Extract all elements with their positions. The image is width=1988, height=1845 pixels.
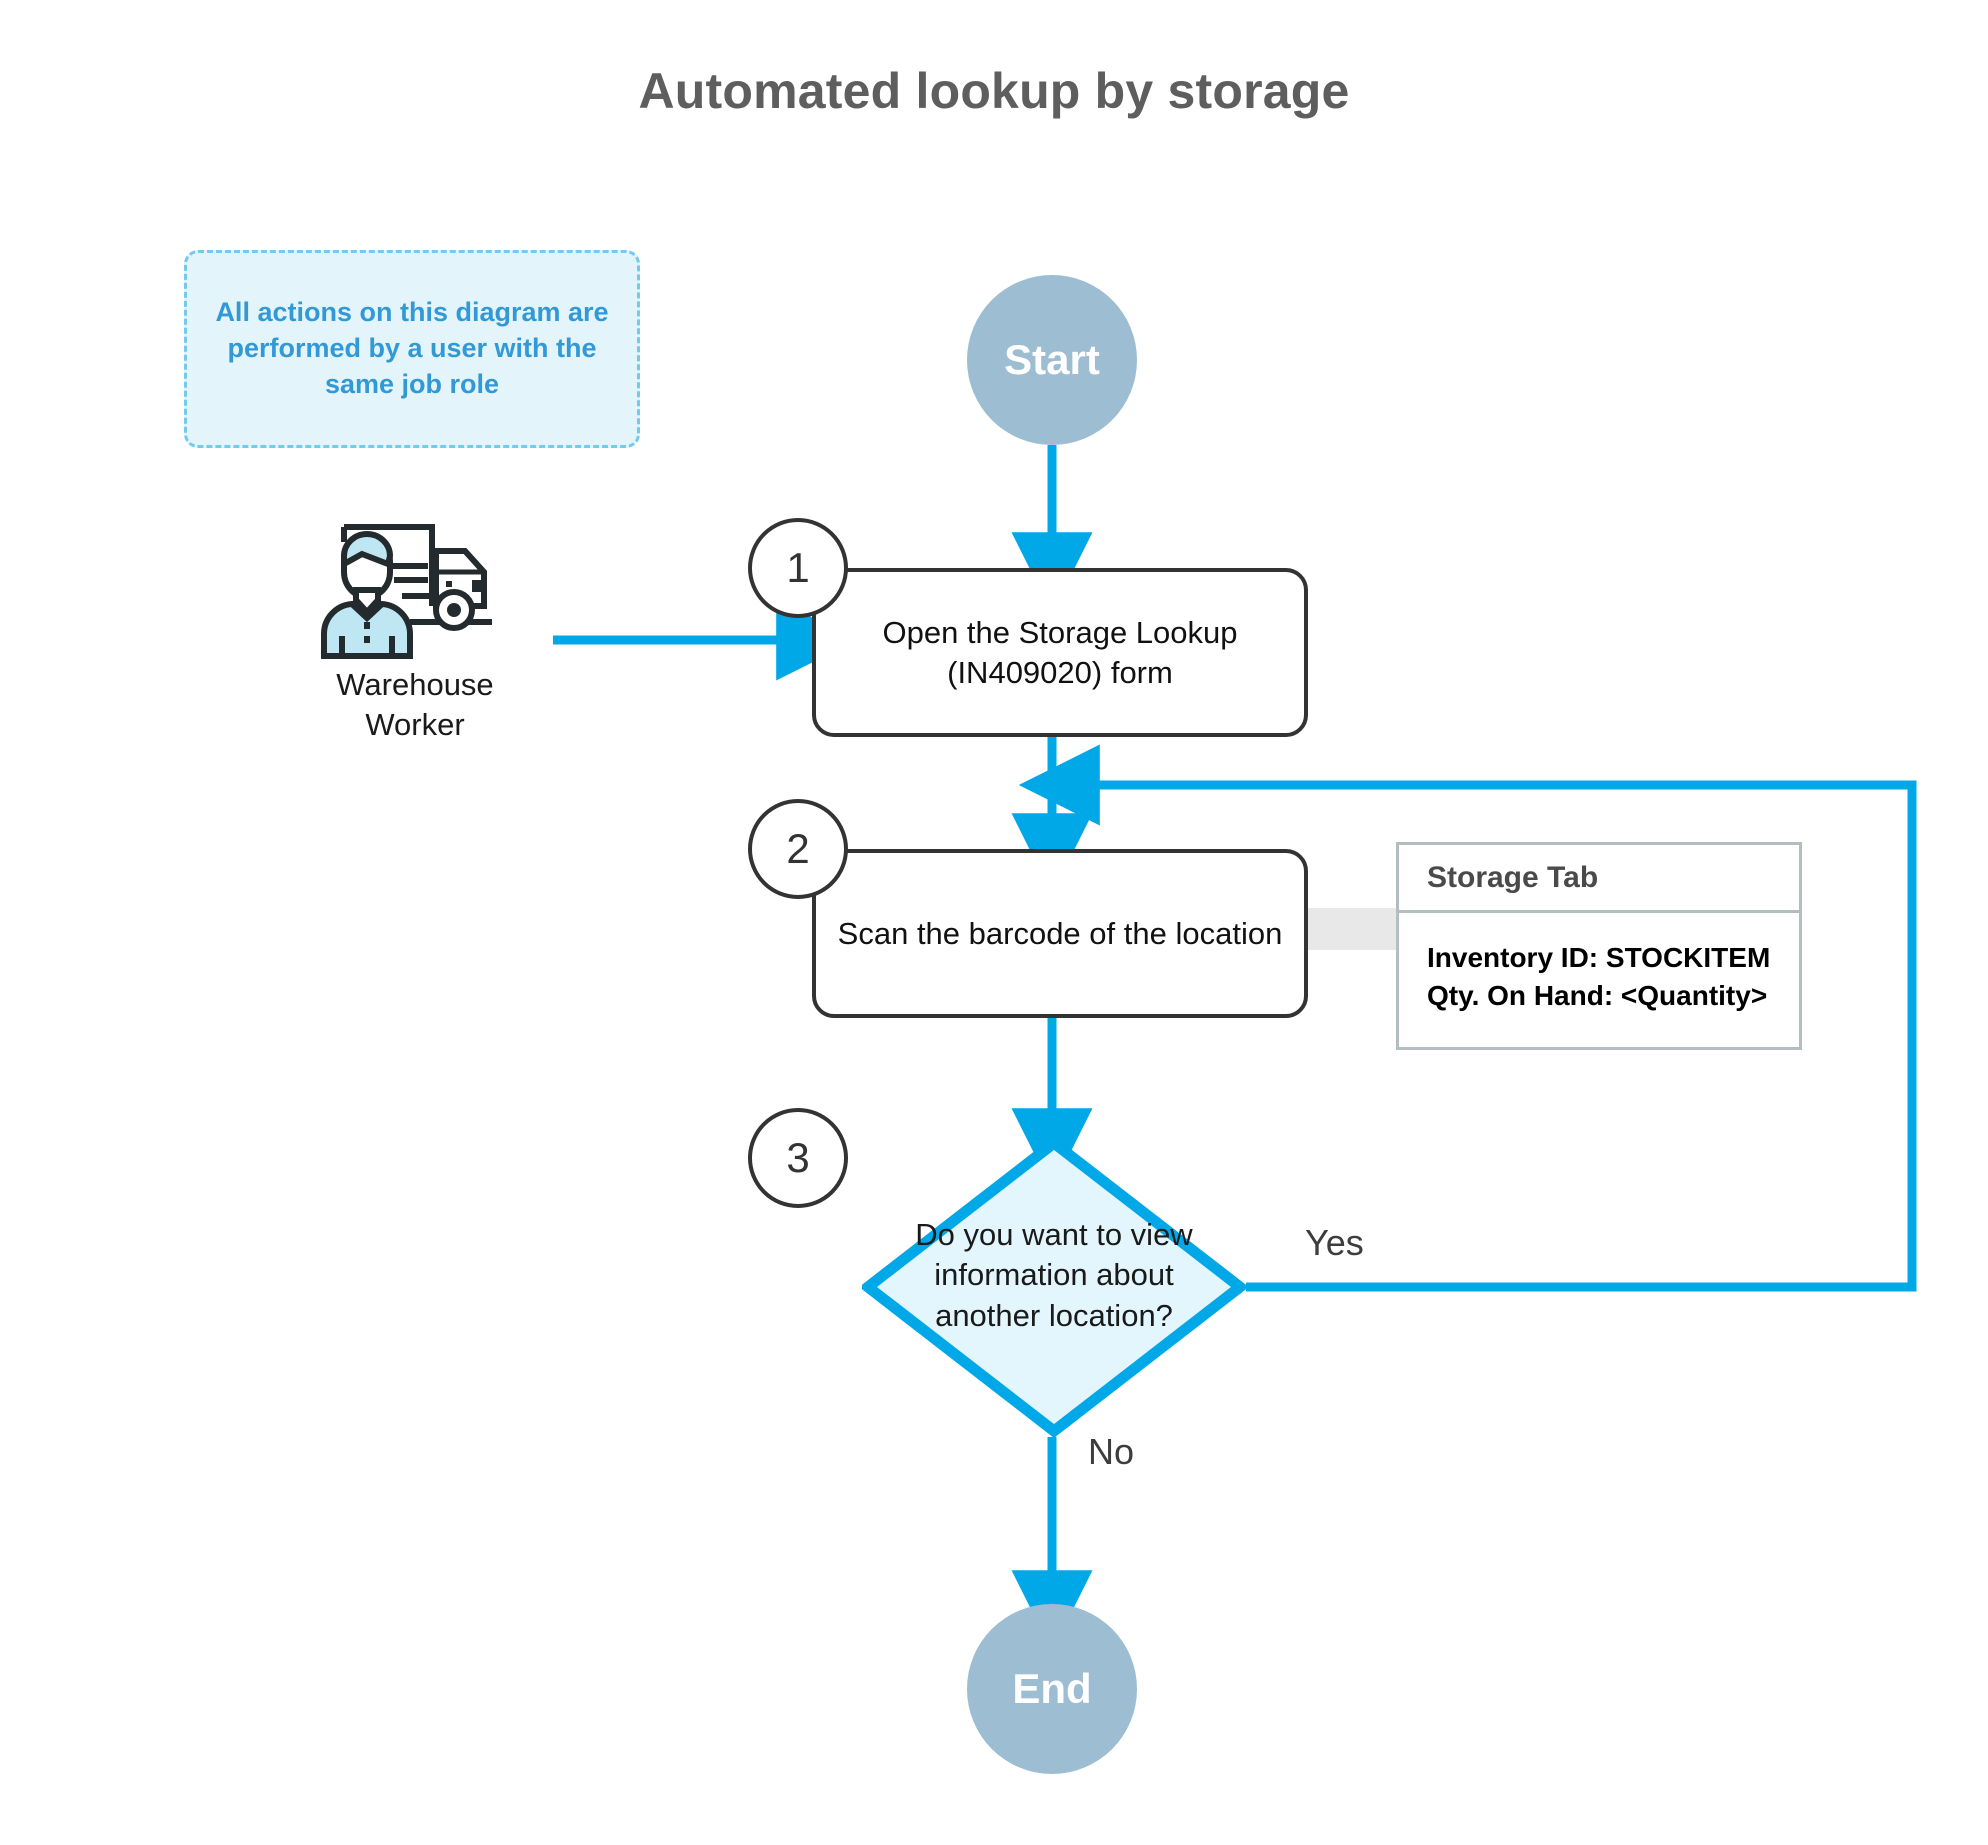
- actor-label-line2: Worker: [365, 706, 465, 742]
- note-text: All actions on this diagram are performe…: [215, 297, 609, 399]
- annotation-connector-stub: [1300, 908, 1406, 950]
- actor-warehouse-worker: Warehouse Worker: [300, 510, 530, 745]
- step2-label: Scan the barcode of the location: [837, 915, 1283, 951]
- storage-tab-annotation: Storage Tab Inventory ID: STOCKITEM Qty.…: [1396, 842, 1802, 1050]
- warehouse-worker-truck-icon: [306, 510, 522, 660]
- page-title: Automated lookup by storage: [638, 63, 1350, 119]
- actor-label: Warehouse Worker: [280, 665, 550, 744]
- step-number-badge-1: 1: [748, 518, 848, 618]
- step1-label-line1: Open the Storage Lookup: [882, 614, 1238, 650]
- step1-label-line2: (IN409020) form: [947, 654, 1173, 690]
- decision-label-line2: information about: [934, 1257, 1174, 1293]
- step-number-badge-3: 3: [748, 1108, 848, 1208]
- storage-tab-header: Storage Tab: [1399, 845, 1799, 913]
- decision-label-line3: another location?: [935, 1297, 1173, 1333]
- step-number-badge-2: 2: [748, 799, 848, 899]
- step1-label: Open the Storage Lookup (IN409020) form: [882, 613, 1237, 692]
- storage-tab-line1: Inventory ID: STOCKITEM: [1427, 942, 1771, 973]
- edge-label-yes: Yes: [1305, 1222, 1364, 1263]
- decision-label: Do you want to view information about an…: [826, 1215, 1282, 1336]
- end-node[interactable]: End: [967, 1604, 1137, 1774]
- start-node[interactable]: Start: [967, 275, 1137, 445]
- step1-process-box[interactable]: Open the Storage Lookup (IN409020) form: [812, 568, 1308, 737]
- decision-node[interactable]: Do you want to view information about an…: [862, 1137, 1246, 1437]
- storage-tab-body: Inventory ID: STOCKITEM Qty. On Hand: <Q…: [1399, 913, 1799, 1015]
- note-box: All actions on this diagram are performe…: [184, 250, 640, 448]
- edge-label-no: No: [1088, 1431, 1135, 1472]
- step2-process-box[interactable]: Scan the barcode of the location: [812, 849, 1308, 1018]
- storage-tab-line2: Qty. On Hand: <Quantity>: [1427, 979, 1768, 1011]
- decision-label-line1: Do you want to view: [915, 1217, 1193, 1252]
- actor-label-line1: Warehouse: [336, 667, 494, 702]
